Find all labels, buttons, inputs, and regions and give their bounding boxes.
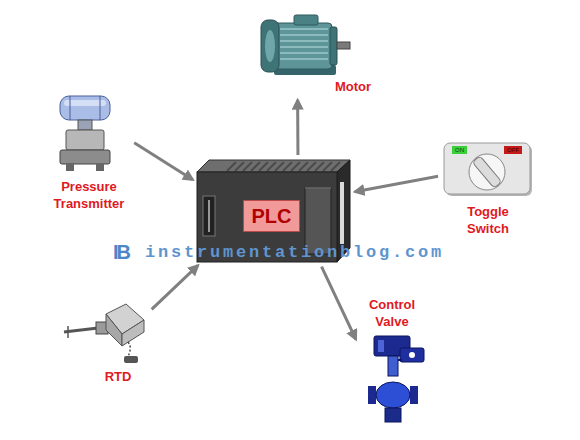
- device-label: Motor: [328, 78, 378, 95]
- valve-flange: [368, 386, 376, 404]
- motor-fin: [280, 40, 328, 42]
- head-body-left: [106, 314, 122, 346]
- positioner-gauge: [409, 352, 415, 358]
- motor-fin: [280, 34, 328, 36]
- device-label: RTD: [98, 368, 138, 385]
- motor-illustration: [258, 15, 350, 77]
- head-seam: [70, 96, 71, 120]
- sensor-probe: [64, 328, 98, 332]
- vent-slot: [291, 162, 300, 171]
- motor-fin: [280, 28, 328, 30]
- probe-tip: [67, 326, 69, 338]
- motor-cap-highlight: [265, 30, 275, 62]
- switch-state-label: OFF: [504, 146, 522, 154]
- device-label: PLC: [243, 200, 300, 232]
- toggle-switch-device: Toggle Switch: [443, 142, 533, 237]
- valve-yoke: [388, 356, 398, 376]
- vent-slot: [307, 162, 316, 171]
- vent-slot: [267, 162, 276, 171]
- valve-flange: [410, 386, 418, 404]
- rtd-device: RTD: [62, 300, 148, 385]
- rtd-illustration: [62, 300, 148, 364]
- head-body-right: [122, 320, 144, 346]
- vent-slot: [259, 162, 268, 171]
- flange-bolt: [96, 164, 104, 171]
- cover-edge: [305, 188, 331, 189]
- vent-slot: [323, 162, 332, 171]
- cv-illustration: [362, 336, 426, 422]
- motor-fin: [280, 46, 328, 48]
- plc-top-face: [197, 160, 350, 172]
- vent-slot: [243, 162, 252, 171]
- signal-arrow: [322, 267, 356, 340]
- motor-device: Motor: [258, 15, 378, 95]
- head-seam: [100, 96, 101, 120]
- pressure-transmitter-device: Pressure Transmitter: [48, 92, 130, 212]
- signal-arrow: [296, 100, 299, 155]
- vent-slot: [283, 162, 292, 171]
- vent-slot: [275, 162, 284, 171]
- motor-end-cap: [261, 20, 279, 72]
- cap-chain: [128, 342, 130, 358]
- motor-shaft: [337, 42, 350, 49]
- valve-positioner: [400, 348, 424, 362]
- io-slot-line: [208, 200, 210, 232]
- vent-slot: [299, 162, 308, 171]
- vent-slot: [315, 162, 324, 171]
- valve-outlet: [385, 408, 401, 422]
- vent-slot: [331, 162, 340, 171]
- motor-body: [272, 23, 332, 69]
- vent-slot: [227, 162, 236, 171]
- knob-bar: [472, 156, 502, 188]
- watermark: instrumentationblog.com: [145, 244, 444, 261]
- motor-fin: [280, 52, 328, 54]
- flange-bolt: [66, 164, 74, 171]
- switch-state-label: ON: [452, 146, 467, 154]
- watermark-logo: IB: [113, 242, 129, 262]
- motor-flange: [330, 27, 337, 65]
- vent-slot: [235, 162, 244, 171]
- transmitter-neck: [78, 120, 92, 130]
- side-strip: [340, 182, 344, 244]
- transmitter-head: [60, 96, 110, 120]
- device-label: Pressure Transmitter: [48, 178, 130, 212]
- process-flange: [60, 150, 110, 164]
- signal-arrow: [355, 176, 438, 192]
- gland-cap: [124, 356, 138, 363]
- vent-slot: [251, 162, 260, 171]
- pt-illustration: [58, 92, 112, 172]
- control-valve-device: Control Valve: [358, 296, 426, 422]
- device-label: Control Valve: [358, 296, 426, 330]
- switch-knob: [469, 154, 505, 190]
- device-label: Toggle Switch: [455, 203, 521, 237]
- signal-arrow: [152, 265, 198, 309]
- valve-body: [376, 382, 410, 408]
- terminal-box: [294, 15, 318, 25]
- switch-plate: [444, 143, 530, 194]
- sensor-body: [66, 130, 104, 150]
- motor-fin: [280, 58, 328, 60]
- actuator-highlight: [378, 340, 384, 352]
- positioner-link: [398, 359, 402, 361]
- io-slot: [203, 196, 215, 236]
- signal-arrow: [134, 143, 193, 180]
